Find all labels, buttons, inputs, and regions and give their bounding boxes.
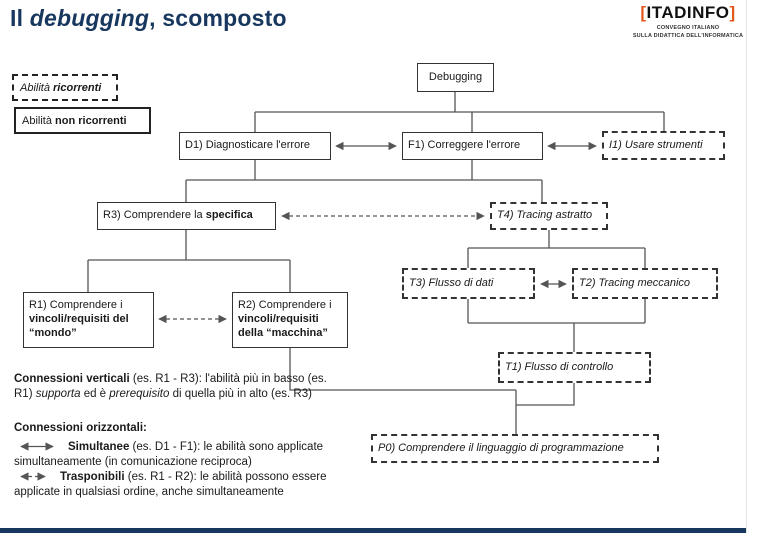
note-transposable: Trasponibili (es. R1 - R2): le abilità p…: [14, 470, 330, 500]
node-f1-label: F1) Correggere l'errore: [408, 139, 521, 152]
node-t1-flusso-controllo: T1) Flusso di controllo: [498, 352, 651, 383]
node-p0-linguaggio-programmazione: P0) Comprendere il linguaggio di program…: [371, 434, 659, 463]
node-r2-line2: vincoli/requisiti: [238, 313, 319, 326]
node-r1-line3: “mondo”: [29, 326, 77, 339]
node-r2-line1: R2) Comprendere i: [238, 299, 332, 312]
node-t3-flusso-dati: T3) Flusso di dati: [402, 268, 535, 299]
node-debugging: Debugging: [417, 63, 494, 92]
node-r3-comprendere-specifica: R3) Comprendere la specifica: [97, 202, 276, 230]
legend-recurring-skills: Abilità ricorrenti: [12, 74, 118, 101]
node-t4-label: T4) Tracing astratto: [497, 209, 593, 222]
node-r2-line3: della “macchina”: [238, 326, 328, 339]
node-p0-label: P0) Comprendere il linguaggio di program…: [378, 441, 624, 454]
legend-nonrecurring-skills: Abilità non ricorrenti: [14, 107, 151, 134]
title-suffix: , scomposto: [149, 5, 287, 31]
note-transposable-bold: Trasponibili: [60, 471, 125, 483]
node-f1-correggere: F1) Correggere l'errore: [402, 132, 543, 160]
logo-tagline-line1: CONVEGNO ITALIANO: [656, 25, 720, 31]
node-r1-vincoli-mondo: R1) Comprendere i vincoli/requisiti del …: [23, 292, 154, 348]
note-vertical-italic1: supporta: [35, 388, 81, 400]
legend-nonrecurring-emphasis: non ricorrenti: [55, 114, 127, 127]
node-r1-label: R1) Comprendere i vincoli/requisiti del …: [29, 299, 129, 340]
solid-double-arrow-icon: [20, 442, 54, 452]
dashed-double-arrow-icon: [20, 472, 46, 482]
logo-wordmark: [ITADINFO]: [628, 3, 748, 23]
node-i1-label: I1) Usare strumenti: [609, 138, 703, 151]
note-vertical-italic2: prerequisito: [109, 388, 170, 400]
note-simultaneous-text: (es. D1 - F1): le abilità sono applicate…: [14, 441, 324, 468]
page-title: Il debugging, scomposto: [10, 5, 287, 32]
node-r3-prefix: R3) Comprendere la: [103, 209, 206, 222]
node-d1-label: D1) Diagnosticare l'errore: [185, 139, 310, 152]
node-r3-bold: specifica: [205, 209, 253, 222]
node-r1-line2: vincoli/requisiti del: [29, 313, 129, 326]
connector-t1-to-p0: [516, 383, 575, 406]
title-prefix: Il: [10, 5, 30, 31]
node-r3-label: R3) Comprendere la specifica: [103, 209, 253, 223]
node-debugging-label: Debugging: [428, 70, 483, 83]
note-vertical-heading: Connessioni verticali: [14, 373, 130, 385]
node-t1-label: T1) Flusso di controllo: [505, 360, 614, 373]
node-r2-label: R2) Comprendere i vincoli/requisiti dell…: [238, 299, 332, 340]
node-d1-diagnosticare: D1) Diagnosticare l'errore: [179, 132, 331, 160]
note-vertical-part1: (es. R1 - R3): l'abilità più in basso (e…: [14, 373, 327, 400]
note-horizontal-heading: Connessioni orizzontali:: [14, 422, 147, 434]
node-t2-tracing-meccanico: T2) Tracing meccanico: [572, 268, 718, 299]
logo-bracket-right: ]: [729, 3, 736, 22]
note-simultaneous-bold: Simultanee: [68, 441, 130, 453]
legend-recurring-label: Abilità ricorrenti: [20, 82, 101, 94]
node-r1-line1: R1) Comprendere i: [29, 299, 123, 312]
footer-bar: [0, 528, 746, 533]
note-vertical-part2: ed è: [80, 388, 110, 400]
note-simultaneous: Simultanee (es. D1 - F1): le abilità son…: [14, 440, 330, 470]
node-r2-vincoli-macchina: R2) Comprendere i vincoli/requisiti dell…: [232, 292, 348, 348]
note-transposable-text: (es. R1 - R2): le abilità possono essere…: [14, 471, 327, 498]
legend-nonrecurring-prefix: Abilità: [22, 114, 56, 127]
notes-panel: Connessioni verticali (es. R1 - R3): l'a…: [14, 372, 330, 500]
itadinfo-logo: [ITADINFO] CONVEGNO ITALIANO SULLA DIDATT…: [628, 3, 748, 41]
slide-right-edge: [746, 0, 747, 533]
note-vertical-connections: Connessioni verticali (es. R1 - R3): l'a…: [14, 372, 330, 402]
logo-text: ITADINFO: [646, 3, 730, 22]
node-i1-usare-strumenti: I1) Usare strumenti: [602, 131, 725, 160]
node-t2-label: T2) Tracing meccanico: [579, 276, 691, 289]
note-vertical-part3: di quella più in alto (es. R3): [169, 388, 312, 400]
legend-recurring-prefix: Abilità: [20, 81, 54, 94]
logo-tagline: CONVEGNO ITALIANO SULLA DIDATTICA DELL'IN…: [628, 24, 748, 41]
logo-bracket-left: [: [640, 3, 647, 22]
node-t4-tracing-astratto: T4) Tracing astratto: [490, 202, 608, 230]
legend-recurring-emphasis: ricorrenti: [53, 81, 102, 94]
legend-nonrecurring-label: Abilità non ricorrenti: [22, 115, 127, 127]
title-italic-word: debugging: [29, 5, 150, 31]
node-t3-label: T3) Flusso di dati: [409, 276, 494, 289]
logo-tagline-line2: SULLA DIDATTICA DELL'INFORMATICA: [632, 33, 744, 40]
